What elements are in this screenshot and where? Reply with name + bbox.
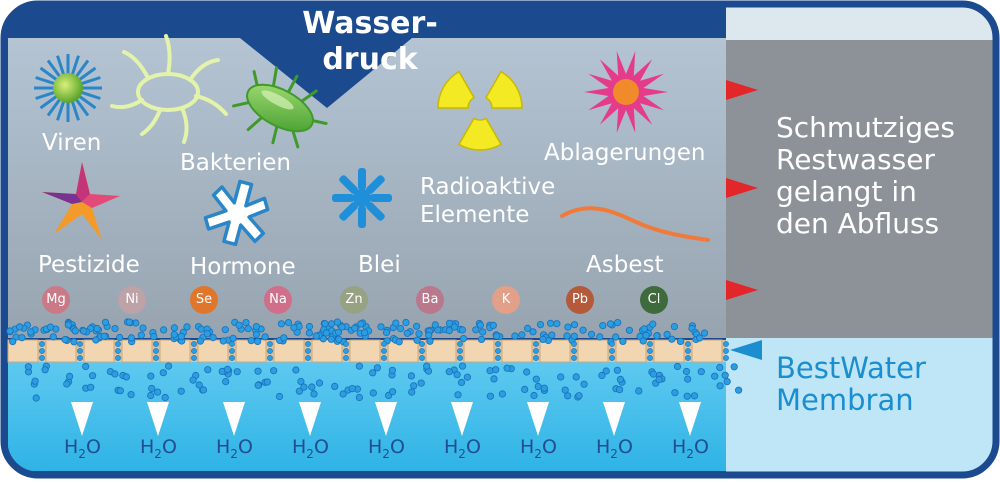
waste-line-2: Restwasser (776, 143, 935, 176)
h2o-label: H2O (444, 436, 481, 461)
label-ablagerungen: Ablagerungen (544, 140, 706, 166)
h2o-sub: 2 (78, 446, 86, 461)
side-top-strip (726, 4, 996, 40)
h2o-o: O (617, 436, 633, 458)
label-blei: Blei (358, 252, 401, 278)
pressure-line-2: druck (322, 42, 418, 77)
h2o-h: H (444, 436, 459, 458)
element-k: K (492, 286, 520, 314)
waste-arrow-1 (726, 80, 758, 100)
element-na: Na (264, 286, 292, 314)
waste-arrow-3 (726, 280, 758, 300)
h2o-h: H (292, 436, 307, 458)
h2o-label: H2O (64, 436, 101, 461)
label-hormone: Hormone (190, 254, 296, 280)
h2o-o: O (389, 436, 405, 458)
h2o-label: H2O (140, 436, 177, 461)
h2o-label: H2O (292, 436, 329, 461)
label-asbest: Asbest (586, 252, 664, 278)
h2o-o: O (237, 436, 253, 458)
waste-water-text: Schmutziges Restwasser gelangt in den Ab… (776, 112, 955, 240)
label-viren: Viren (42, 130, 102, 156)
h2o-h: H (672, 436, 687, 458)
element-mg: Mg (42, 286, 70, 314)
side-waste-panel (726, 40, 996, 338)
waste-line-4: den Abfluss (776, 207, 940, 240)
h2o-sub: 2 (610, 446, 618, 461)
h2o-label: H2O (596, 436, 633, 461)
h2o-h: H (64, 436, 79, 458)
label-bakterien: Bakterien (180, 150, 291, 176)
waste-line-1: Schmutziges (776, 111, 955, 144)
h2o-sub: 2 (306, 446, 314, 461)
membrane (7, 339, 726, 363)
waste-line-3: gelangt in (776, 175, 917, 208)
water-pressure-label: Wasser- druck (300, 6, 440, 78)
element-ba: Ba (416, 286, 444, 314)
h2o-sub: 2 (534, 446, 542, 461)
element-ni: Ni (118, 286, 146, 314)
h2o-h: H (520, 436, 535, 458)
pressure-banner (240, 4, 470, 108)
membrane-label: BestWater Membran (776, 352, 926, 416)
h2o-sub: 2 (686, 446, 694, 461)
h2o-sub: 2 (230, 446, 238, 461)
element-pb: Pb (566, 286, 594, 314)
deposit-star-icon (584, 51, 668, 133)
h2o-o: O (85, 436, 101, 458)
h2o-sub: 2 (458, 446, 466, 461)
h2o-label: H2O (672, 436, 709, 461)
side-membrane-panel (726, 338, 996, 475)
bacterium-outline-icon (110, 34, 228, 144)
h2o-o: O (161, 436, 177, 458)
label-pestizide: Pestizide (38, 252, 140, 278)
h2o-label: H2O (368, 436, 405, 461)
radioactive-icon (437, 70, 523, 151)
membrane-line-2: Membran (776, 383, 914, 417)
membrane-arrow (730, 340, 762, 360)
water-molecules (6, 318, 743, 402)
asbestos-fiber-icon (560, 206, 710, 242)
pesticide-icon (42, 162, 120, 240)
virus-icon (34, 54, 102, 122)
h2o-o: O (541, 436, 557, 458)
bacterium-icon (232, 66, 328, 149)
lead-icon (332, 168, 392, 228)
membrane-line-1: BestWater (776, 351, 926, 385)
h2o-label: H2O (520, 436, 557, 461)
element-se: Se (190, 286, 218, 314)
label-radioaktive: Radioaktive (420, 174, 556, 200)
element-cl: Cl (640, 286, 668, 314)
element-zn: Zn (340, 286, 368, 314)
h2o-sub: 2 (154, 446, 162, 461)
flow-arrows (71, 402, 701, 436)
h2o-o: O (465, 436, 481, 458)
label-elemente: Elemente (420, 202, 530, 228)
h2o-sub: 2 (382, 446, 390, 461)
h2o-o: O (313, 436, 329, 458)
h2o-h: H (140, 436, 155, 458)
waste-arrow-2 (726, 178, 758, 198)
h2o-h: H (368, 436, 383, 458)
pressure-line-1: Wasser- (302, 6, 438, 41)
hormone-icon (203, 179, 270, 247)
h2o-h: H (216, 436, 231, 458)
h2o-label: H2O (216, 436, 253, 461)
h2o-h: H (596, 436, 611, 458)
h2o-o: O (693, 436, 709, 458)
